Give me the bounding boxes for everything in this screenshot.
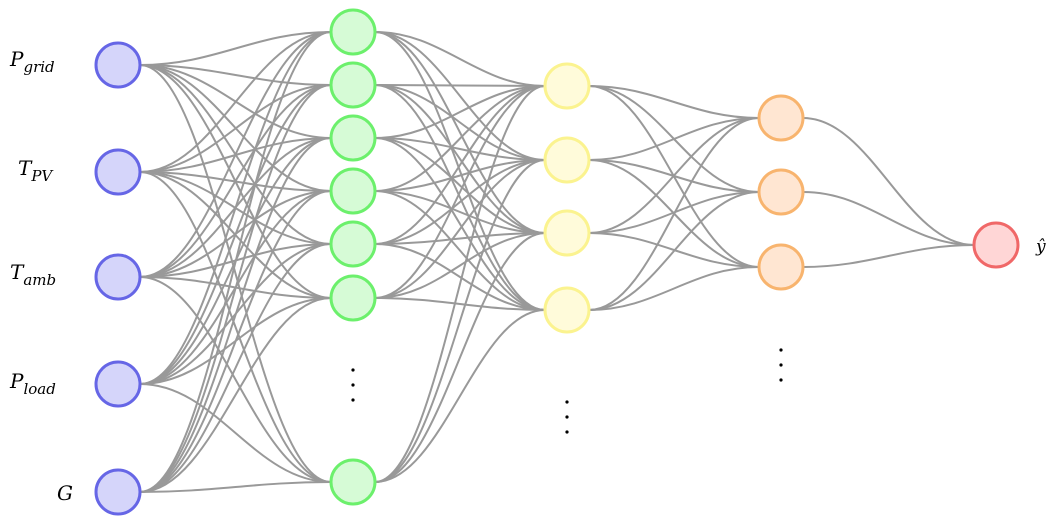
edge-l1-n4-to-l2-n3 xyxy=(374,243,546,311)
network-nodes xyxy=(94,8,1020,516)
input-node-1 xyxy=(94,41,142,89)
hidden-2-ellipsis-dot-3 xyxy=(565,430,569,434)
input-node-2 xyxy=(94,148,142,196)
edge-l2-n3-to-l3-n0 xyxy=(588,117,760,311)
edge-l1-n0-to-l2-n2 xyxy=(374,31,546,234)
hidden-2-ellipsis-dot-2 xyxy=(565,415,569,419)
input-node-3 xyxy=(94,253,142,301)
edge-l1-n3-to-l2-n1 xyxy=(374,159,546,192)
edge-l0-n1-to-l1-n6 xyxy=(139,171,332,483)
edge-l1-n0-to-l2-n3 xyxy=(374,31,546,311)
hidden-3-ellipsis-dot-1 xyxy=(779,348,783,352)
edge-l0-n2-to-l1-n0 xyxy=(139,31,332,278)
edge-l1-n6-to-l2-n2 xyxy=(374,232,546,483)
hidden-3-node-3 xyxy=(757,243,805,291)
input-label-p-load: Pload xyxy=(9,369,56,398)
edge-l1-n1-to-l2-n1 xyxy=(374,84,546,161)
hidden-1-node-6 xyxy=(329,274,377,322)
hidden-1-node-3 xyxy=(329,114,377,162)
edge-l0-n2-to-l1-n6 xyxy=(139,276,332,483)
output-label-y-hat: ŷ xyxy=(1035,237,1046,257)
hidden-3-ellipsis-dot-3 xyxy=(779,378,783,382)
edge-l2-n3-to-l3-n2 xyxy=(588,266,760,311)
edge-l1-n6-to-l2-n0 xyxy=(374,85,546,483)
hidden-1-node-5 xyxy=(329,220,377,268)
edge-l0-n4-to-l1-n5 xyxy=(139,297,332,493)
edge-l0-n4-to-l1-n2 xyxy=(139,137,332,493)
hidden-1-node-2 xyxy=(329,61,377,109)
edge-l0-n0-to-l1-n6 xyxy=(139,64,332,483)
connection-edges xyxy=(139,31,975,493)
edge-l1-n4-to-l2-n1 xyxy=(374,159,546,245)
input-label-g: G xyxy=(57,481,73,505)
input-label-t-amb: Tamb xyxy=(10,260,56,289)
hidden-1-ellipsis-dot-1 xyxy=(351,368,355,372)
hidden-1-node-7 xyxy=(329,458,377,506)
edge-l0-n3-to-l1-n0 xyxy=(139,31,332,385)
hidden-2-node-4 xyxy=(543,286,591,334)
edge-l0-n3-to-l1-n6 xyxy=(139,383,332,483)
edge-l1-n2-to-l2-n0 xyxy=(374,85,546,139)
hidden-2-ellipsis-dot-1 xyxy=(565,400,569,404)
edge-l0-n1-to-l1-n0 xyxy=(139,31,332,173)
edge-l1-n5-to-l2-n2 xyxy=(374,232,546,299)
edge-l1-n2-to-l2-n2 xyxy=(374,137,546,234)
edge-l1-n6-to-l2-n1 xyxy=(374,159,546,483)
edge-l3-n1-to-l4-n0 xyxy=(802,191,975,246)
edge-l1-n5-to-l2-n1 xyxy=(374,159,546,299)
edge-l2-n3-to-l3-n1 xyxy=(588,191,760,311)
hidden-2-node-3 xyxy=(543,209,591,257)
output-node-1 xyxy=(972,221,1020,269)
edge-l0-n4-to-l1-n3 xyxy=(139,190,332,493)
hidden-3-ellipsis-dot-2 xyxy=(779,363,783,367)
edge-l1-n3-to-l2-n2 xyxy=(374,190,546,234)
edge-l2-n0-to-l3-n0 xyxy=(588,85,760,119)
edge-l1-n1-to-l2-n0 xyxy=(374,84,546,87)
edge-l1-n3-to-l2-n3 xyxy=(374,190,546,311)
hidden-2-node-2 xyxy=(543,136,591,184)
edge-l1-n4-to-l2-n2 xyxy=(374,232,546,245)
edge-l0-n3-to-l1-n1 xyxy=(139,84,332,385)
edge-l2-n1-to-l3-n0 xyxy=(588,117,760,161)
edge-l0-n4-to-l1-n1 xyxy=(139,84,332,493)
edge-l1-n3-to-l2-n0 xyxy=(374,85,546,192)
hidden-1-node-1 xyxy=(329,8,377,56)
edge-l0-n0-to-l1-n1 xyxy=(139,64,332,86)
edge-l0-n2-to-l1-n1 xyxy=(139,84,332,278)
edge-l0-n4-to-l1-n0 xyxy=(139,31,332,493)
input-node-4 xyxy=(94,360,142,408)
hidden-1-ellipsis-dot-3 xyxy=(351,398,355,402)
edge-l0-n0-to-l1-n0 xyxy=(139,31,332,66)
edge-l3-n2-to-l4-n0 xyxy=(802,244,975,268)
edge-l1-n0-to-l2-n0 xyxy=(374,31,546,87)
edge-l1-n0-to-l2-n1 xyxy=(374,31,546,161)
edge-l3-n0-to-l4-n0 xyxy=(802,117,975,246)
edge-l1-n1-to-l2-n3 xyxy=(374,84,546,311)
hidden-2-node-1 xyxy=(543,62,591,110)
input-node-5 xyxy=(94,468,142,516)
edge-l0-n4-to-l1-n6 xyxy=(139,481,332,493)
hidden-1-node-4 xyxy=(329,167,377,215)
edge-l1-n5-to-l2-n3 xyxy=(374,297,546,311)
edge-l0-n4-to-l1-n4 xyxy=(139,243,332,493)
hidden-3-node-1 xyxy=(757,94,805,142)
input-label-t-pv: TPV xyxy=(18,156,54,185)
input-label-p-grid: Pgrid xyxy=(9,47,55,76)
hidden-3-node-2 xyxy=(757,168,805,216)
edge-l1-n5-to-l2-n0 xyxy=(374,85,546,299)
hidden-1-ellipsis-dot-2 xyxy=(351,383,355,387)
ellipsis-markers xyxy=(351,348,783,434)
edge-l1-n1-to-l2-n2 xyxy=(374,84,546,234)
edge-l1-n2-to-l2-n3 xyxy=(374,137,546,311)
edge-l1-n4-to-l2-n0 xyxy=(374,85,546,245)
edge-l0-n1-to-l1-n1 xyxy=(139,84,332,173)
edge-l2-n2-to-l3-n0 xyxy=(588,117,760,234)
edge-l1-n6-to-l2-n3 xyxy=(374,309,546,483)
edge-l1-n2-to-l2-n1 xyxy=(374,137,546,161)
